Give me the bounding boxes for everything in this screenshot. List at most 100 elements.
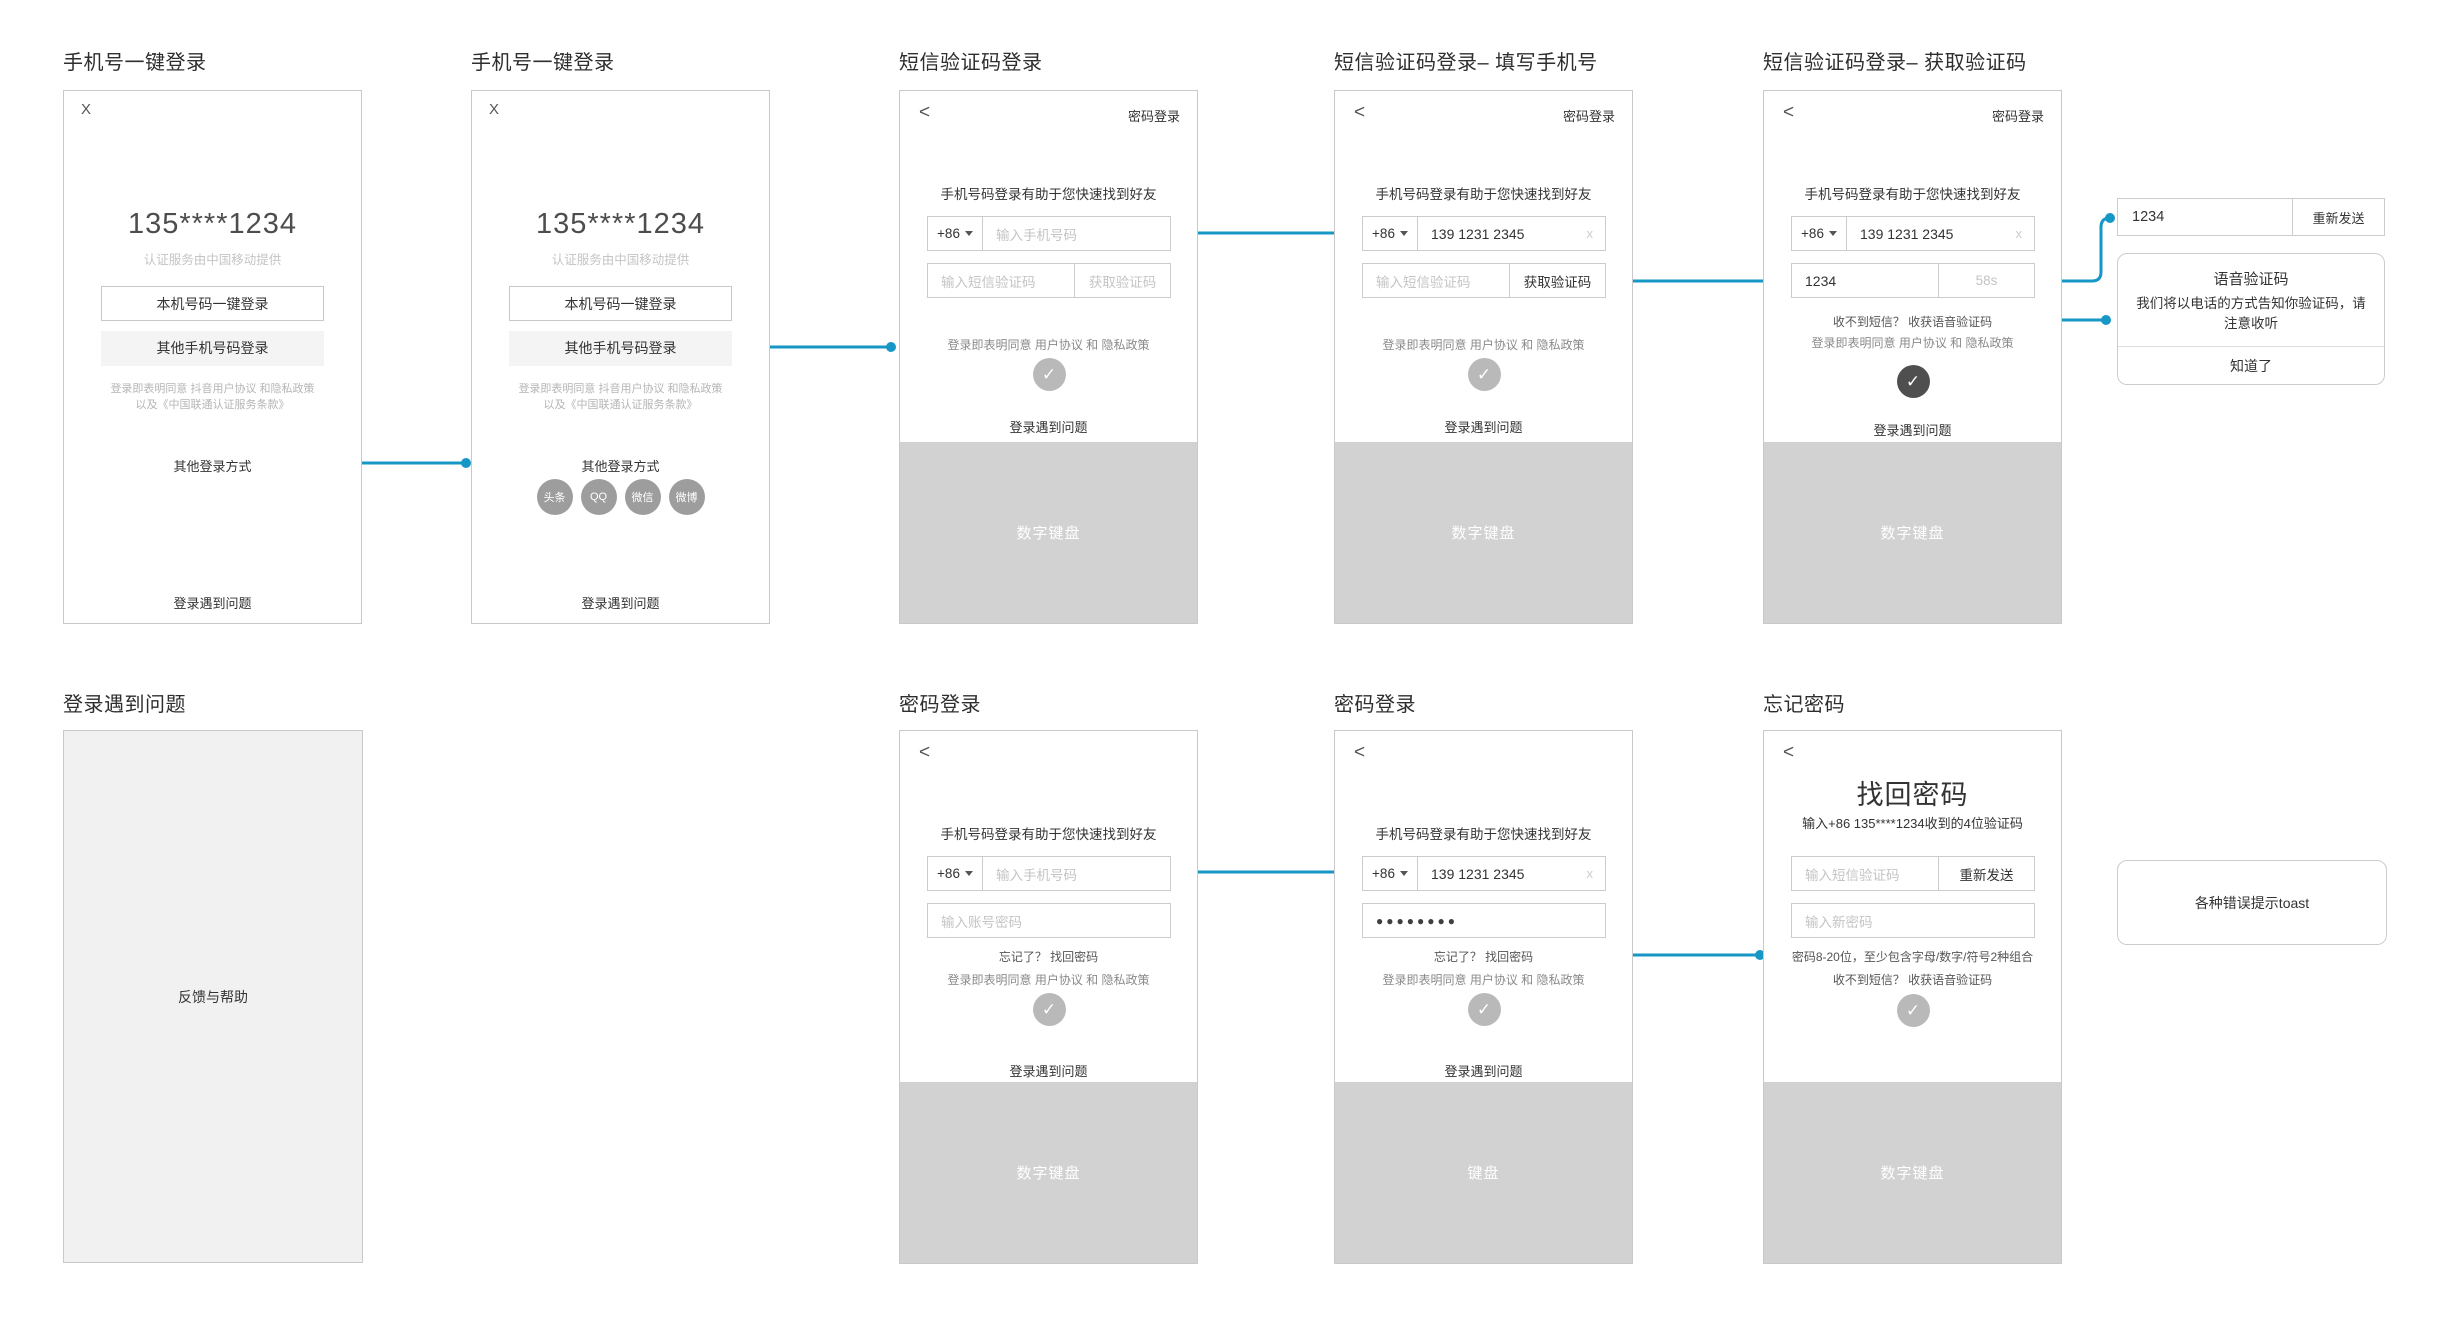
agreement-line-2: 以及《中国联通认证服务条款》 — [543, 399, 698, 411]
country-code-select[interactable]: +86 — [1363, 217, 1418, 250]
login-hint: 手机号码登录有助于您快速找到好友 — [940, 187, 1157, 202]
password-login-link[interactable]: 密码登录 — [1562, 109, 1615, 124]
carrier-note: 认证服务由中国移动提供 — [551, 253, 690, 267]
forgot-password-link[interactable]: 忘记了？ 找回密码 — [1433, 950, 1534, 964]
login-trouble-link[interactable]: 登录遇到问题 — [1009, 420, 1088, 435]
screen-sms-login-filled: < 密码登录 手机号码登录有助于您快速找到好友 +86 139 1231 234… — [1334, 90, 1633, 624]
screen-title: 短信验证码登录– 填写手机号 — [1334, 52, 1598, 74]
sms-code-input[interactable]: 输入短信验证码 — [1376, 274, 1471, 290]
numeric-keyboard-area[interactable]: 数字键盘 — [900, 442, 1197, 623]
chevron-down-icon — [1399, 231, 1408, 236]
login-trouble-link[interactable]: 登录遇到问题 — [1873, 423, 1952, 438]
close-icon[interactable]: X — [81, 101, 92, 118]
agreement-check-icon[interactable]: ✓ — [1467, 358, 1501, 391]
password-login-link[interactable]: 密码登录 — [1127, 109, 1180, 124]
back-icon[interactable]: < — [919, 742, 931, 763]
resend-button[interactable]: 重新发送 — [2292, 199, 2384, 235]
password-login-link[interactable]: 密码登录 — [1991, 109, 2044, 124]
agreement-check-icon[interactable]: ✓ — [1032, 358, 1066, 391]
password-input-row: 输入账号密码 — [927, 903, 1171, 938]
dialog-body: 我们将以电话的方式告知你验证码，请注意收听 — [2136, 296, 2366, 331]
country-code-select[interactable]: +86 — [928, 217, 983, 250]
masked-phone-number: 135****1234 — [535, 208, 706, 240]
agreement-check-icon[interactable]: ✓ — [1896, 994, 1930, 1027]
numeric-keyboard-area[interactable]: 数字键盘 — [1764, 1082, 2061, 1263]
sms-code-input[interactable]: 输入短信验证码 — [1805, 867, 1900, 883]
phone-input[interactable]: 输入手机号码 — [996, 227, 1077, 243]
clear-input-icon[interactable]: x — [1586, 866, 1594, 881]
country-code-value: +86 — [937, 866, 960, 881]
code-value[interactable]: 1234 — [2132, 209, 2165, 225]
phone-input[interactable]: 输入手机号码 — [996, 867, 1077, 883]
login-hint: 手机号码登录有助于您快速找到好友 — [940, 827, 1157, 842]
forgot-password-link[interactable]: 忘记了？ 找回密码 — [998, 950, 1099, 964]
toutiao-login-icon[interactable]: 头条 — [536, 479, 573, 515]
agreement-note: 登录即表明同意 抖音用户协议 和隐私政策 以及《中国联通认证服务条款》 — [472, 381, 769, 413]
voice-code-link[interactable]: 收不到短信？ 收获语音验证码 — [1832, 973, 1993, 987]
country-code-value: +86 — [1372, 866, 1395, 881]
carrier-note: 认证服务由中国移动提供 — [143, 253, 282, 267]
other-phone-login-button[interactable]: 其他手机号码登录 — [509, 331, 732, 366]
phone-input[interactable]: 139 1231 2345 — [1431, 225, 1525, 242]
back-icon[interactable]: < — [1354, 102, 1366, 123]
other-login-methods-link[interactable]: 其他登录方式 — [173, 459, 252, 474]
login-trouble-link[interactable]: 登录遇到问题 — [1009, 1064, 1088, 1079]
screen-title: 手机号一键登录 — [471, 52, 615, 74]
screen-forgot-password: < 找回密码 输入+86 135****1234收到的4位验证码 输入短信验证码… — [1763, 730, 2062, 1264]
dialog-title: 语音验证码 — [2213, 271, 2289, 288]
wechat-login-icon[interactable]: 微信 — [624, 479, 661, 515]
numeric-keyboard-area[interactable]: 数字键盘 — [1335, 442, 1632, 623]
agreement-check-icon[interactable]: ✓ — [1032, 993, 1066, 1026]
back-icon[interactable]: < — [1354, 742, 1366, 763]
error-toast-label: 各种错误提示toast — [2194, 894, 2310, 911]
phone-input-row: +86 输入手机号码 — [927, 216, 1171, 251]
dialog-ok-button[interactable]: 知道了 — [2118, 346, 2384, 384]
country-code-select[interactable]: +86 — [928, 857, 983, 890]
numeric-keyboard-area[interactable]: 数字键盘 — [900, 1082, 1197, 1263]
sms-code-row: 输入短信验证码 重新发送 — [1791, 856, 2035, 891]
screen-title: 登录遇到问题 — [63, 694, 186, 716]
weibo-login-icon[interactable]: 微博 — [668, 479, 705, 515]
get-code-button[interactable]: 获取验证码 — [1074, 264, 1170, 297]
phone-input[interactable]: 139 1231 2345 — [1431, 865, 1525, 882]
back-icon[interactable]: < — [919, 102, 931, 123]
country-code-value: +86 — [1372, 226, 1395, 241]
chevron-down-icon — [1399, 871, 1408, 876]
screen-sms-login-code: < 密码登录 手机号码登录有助于您快速找到好友 +86 139 1231 234… — [1763, 90, 2062, 624]
back-icon[interactable]: < — [1783, 102, 1795, 123]
resend-button[interactable]: 重新发送 — [1938, 857, 2034, 890]
phone-input[interactable]: 139 1231 2345 — [1860, 225, 1954, 242]
onekey-login-button[interactable]: 本机号码一键登录 — [509, 286, 732, 321]
qq-login-icon[interactable]: QQ — [580, 479, 617, 515]
numeric-keyboard-area[interactable]: 数字键盘 — [1764, 442, 2061, 623]
voice-code-link[interactable]: 收不到短信？ 收获语音验证码 — [1832, 315, 1993, 329]
back-icon[interactable]: < — [1783, 742, 1795, 763]
agreement-note: 登录即表明同意 用户协议 和 隐私政策 — [1382, 338, 1585, 352]
feedback-help-panel[interactable]: 反馈与帮助 — [63, 730, 363, 1263]
password-input[interactable]: ●●●●●●●● — [1376, 913, 1458, 928]
feedback-help-label: 反馈与帮助 — [178, 988, 248, 1005]
other-phone-login-button[interactable]: 其他手机号码登录 — [101, 331, 324, 366]
agreement-check-icon[interactable]: ✓ — [1896, 365, 1930, 398]
sms-code-input[interactable]: 1234 — [1805, 272, 1837, 289]
login-trouble-link[interactable]: 登录遇到问题 — [1444, 420, 1523, 435]
keyboard-area[interactable]: 键盘 — [1335, 1082, 1632, 1263]
sms-code-row: 1234 58s — [1791, 263, 2035, 298]
country-code-select[interactable]: +86 — [1363, 857, 1418, 890]
country-code-select[interactable]: +86 — [1792, 217, 1847, 250]
login-trouble-link[interactable]: 登录遇到问题 — [581, 596, 660, 611]
close-icon[interactable]: X — [489, 101, 500, 118]
agreement-check-icon[interactable]: ✓ — [1467, 993, 1501, 1026]
new-password-input[interactable]: 输入新密码 — [1805, 914, 1873, 930]
clear-input-icon[interactable]: x — [2015, 226, 2023, 241]
get-code-button[interactable]: 获取验证码 — [1509, 264, 1605, 297]
password-input[interactable]: 输入账号密码 — [941, 914, 1022, 930]
social-login-row: 头条 QQ 微信 微博 — [472, 479, 769, 515]
sms-code-input[interactable]: 输入短信验证码 — [941, 274, 1036, 290]
clear-input-icon[interactable]: x — [1586, 226, 1594, 241]
agreement-note: 登录即表明同意 用户协议 和 隐私政策 — [1382, 973, 1585, 987]
login-trouble-link[interactable]: 登录遇到问题 — [1444, 1064, 1523, 1079]
login-trouble-link[interactable]: 登录遇到问题 — [173, 596, 252, 611]
onekey-login-button[interactable]: 本机号码一键登录 — [101, 286, 324, 321]
